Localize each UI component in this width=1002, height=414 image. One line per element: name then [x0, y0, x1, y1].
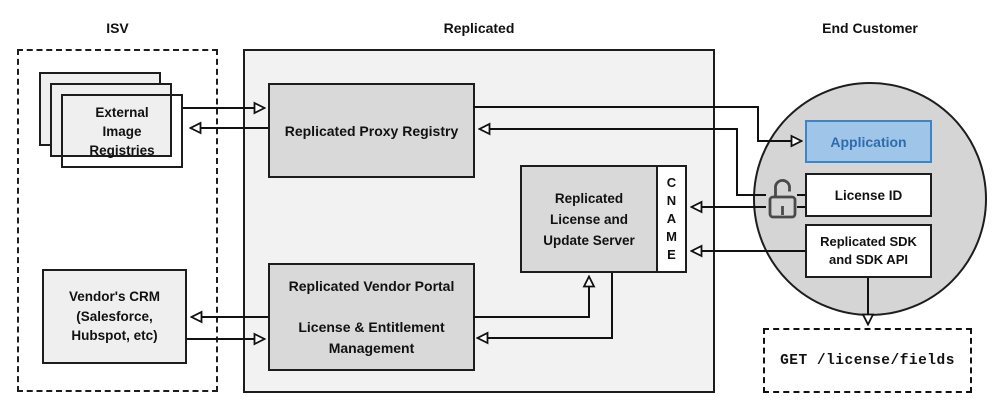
external-image-registries-node: External Image Registries	[61, 94, 183, 168]
replicated-license-update-server-node: Replicated License and Update Server C N…	[520, 165, 687, 273]
registries-line: External	[95, 104, 149, 120]
vendor-portal-subtitle: License & Entitlement	[298, 318, 445, 335]
application-label: Application	[830, 133, 907, 150]
lane-label-replicated: Replicated	[443, 20, 515, 36]
license-id-label: License ID	[834, 187, 903, 203]
vendors-crm-node: Vendor's CRM (Salesforce, Hubspot, etc)	[42, 269, 187, 364]
sdk-line: Replicated SDK	[820, 234, 917, 249]
replicated-proxy-registry-node: Replicated Proxy Registry	[268, 83, 475, 178]
replicated-sdk-node: Replicated SDK and SDK API	[805, 224, 932, 278]
proxy-registry-label: Replicated Proxy Registry	[284, 122, 459, 139]
crm-line: Vendor's CRM	[69, 289, 160, 305]
crm-line: (Salesforce,	[76, 308, 153, 324]
api-call-label: GET /license/fields	[780, 352, 955, 369]
lane-label-isv: ISV	[106, 20, 129, 36]
application-node: Application	[805, 120, 932, 163]
replicated-vendor-portal-node: Replicated Vendor Portal License & Entit…	[268, 263, 475, 371]
vendor-portal-subtitle: Management	[328, 339, 415, 356]
registries-line: Image	[102, 123, 142, 139]
license-id-node: License ID	[805, 173, 932, 217]
get-license-fields-node: GET /license/fields	[763, 328, 972, 393]
registries-line: Registries	[89, 142, 155, 158]
vendor-portal-title: Replicated Vendor Portal	[288, 277, 455, 294]
crm-line: Hubspot, etc)	[71, 328, 158, 344]
cname-strip: C N A M E	[656, 167, 685, 271]
sdk-line: and SDK API	[829, 252, 908, 267]
license-server-label: Replicated License and Update Server	[522, 167, 656, 271]
lane-label-end-customer: End Customer	[822, 20, 918, 36]
